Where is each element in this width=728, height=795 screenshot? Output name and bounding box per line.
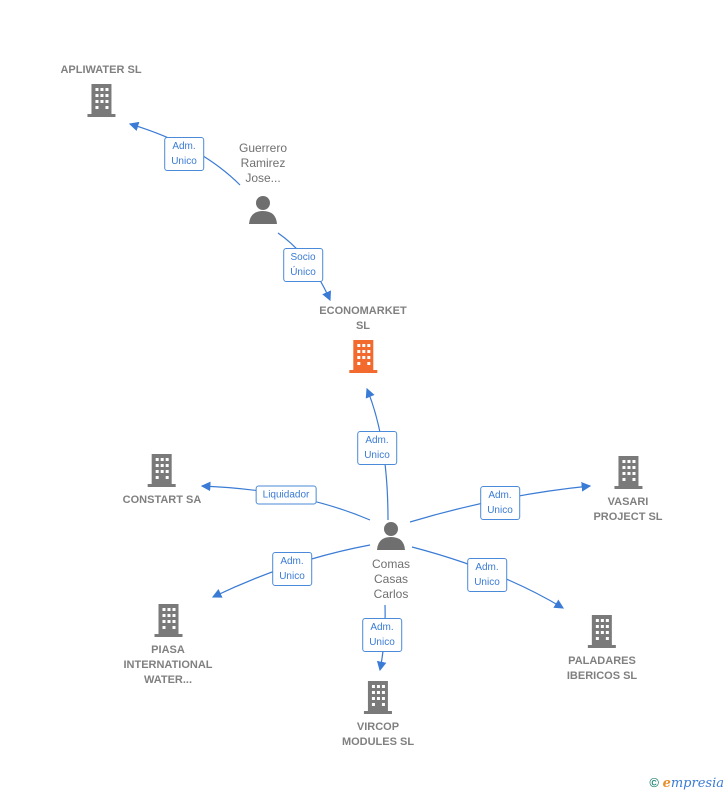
edge-label-liquidador[interactable]: Liquidador	[255, 485, 317, 505]
person-name-line: Guerrero	[238, 141, 288, 155]
edge-label-line: Adm.	[172, 141, 196, 152]
person-name-line: Ramirez	[240, 156, 286, 170]
person-name-line: Comas	[371, 557, 411, 571]
edge-label-line: Unico	[487, 505, 513, 516]
edge-label-line: Único	[290, 267, 316, 278]
node-apliwater[interactable]: APLIWATER SL	[60, 63, 142, 123]
edge-label-line: Adm.	[475, 562, 499, 573]
edge-label-line: Adm.	[370, 622, 394, 633]
brand-logo-initial: e	[662, 776, 671, 791]
edge-label-adm-unico[interactable]: Adm. Unico	[480, 486, 520, 520]
company-name: VIRCOP	[356, 721, 400, 733]
node-paladares[interactable]: PALADARES IBERICOS SL	[567, 613, 637, 684]
building-icon	[153, 604, 182, 637]
building-icon	[147, 454, 176, 487]
edge-label-line: Unico	[364, 450, 390, 461]
edge-label-line: Adm.	[365, 435, 389, 446]
person-icon	[249, 196, 277, 224]
building-icon	[587, 615, 616, 648]
person-name-line: Jose...	[245, 171, 281, 185]
person-icon	[376, 522, 405, 550]
node-vasari[interactable]: VASARI PROJECT SL	[593, 454, 663, 525]
building-icon	[348, 340, 377, 373]
person-name-line: Casas	[373, 572, 409, 586]
company-name: PALADARES	[568, 655, 636, 667]
company-name: APLIWATER SL	[60, 64, 142, 76]
company-name: VASARI	[607, 496, 649, 508]
building-icon	[613, 456, 642, 489]
company-name: PROJECT SL	[593, 511, 663, 523]
edge-label-line: Unico	[369, 637, 395, 648]
node-guerrero[interactable]: Guerrero Ramirez Jose...	[239, 141, 287, 231]
company-name: CONSTART SA	[122, 494, 202, 506]
person-name-line: Carlos	[373, 587, 409, 601]
edge-label-adm-unico[interactable]: Adm. Unico	[272, 552, 312, 586]
node-piasa[interactable]: PIASA INTERNATIONAL WATER...	[123, 602, 213, 688]
company-name: SL	[355, 320, 371, 332]
company-name: ECONOMARKET	[319, 305, 407, 317]
edge-label-adm-unico[interactable]: Adm. Unico	[164, 137, 204, 171]
brand-logo-text: mpresia	[670, 776, 724, 791]
edge-label-adm-unico[interactable]: Adm. Unico	[467, 558, 507, 592]
building-icon	[86, 84, 115, 117]
edge-label-adm-unico[interactable]: Adm. Unico	[357, 431, 397, 465]
edge-label-line: Adm.	[280, 556, 304, 567]
edge-label-adm-unico[interactable]: Adm. Unico	[362, 618, 402, 652]
edge-label-line: Unico	[279, 571, 305, 582]
company-name: MODULES SL	[341, 736, 415, 748]
company-name: INTERNATIONAL	[123, 659, 213, 671]
edge-label-line: Socio	[290, 252, 316, 263]
building-icon	[364, 681, 392, 714]
node-vircop[interactable]: VIRCOP MODULES SL	[342, 679, 414, 750]
footer-brand[interactable]: © empresia	[649, 775, 724, 791]
copyright-symbol: ©	[649, 775, 659, 790]
edge-label-line: Adm.	[488, 490, 512, 501]
node-constart[interactable]: CONSTART SA	[122, 452, 202, 508]
node-economarket[interactable]: ECONOMARKET SL	[319, 304, 407, 379]
company-name: PIASA	[151, 644, 185, 656]
company-name: IBERICOS SL	[566, 670, 638, 682]
edge-label-line: Unico	[171, 156, 197, 167]
node-comas[interactable]: Comas Casas Carlos	[372, 520, 410, 602]
edge-label-line: Unico	[474, 577, 500, 588]
edge-label-line: Liquidador	[262, 489, 310, 501]
company-name: WATER...	[143, 674, 193, 686]
